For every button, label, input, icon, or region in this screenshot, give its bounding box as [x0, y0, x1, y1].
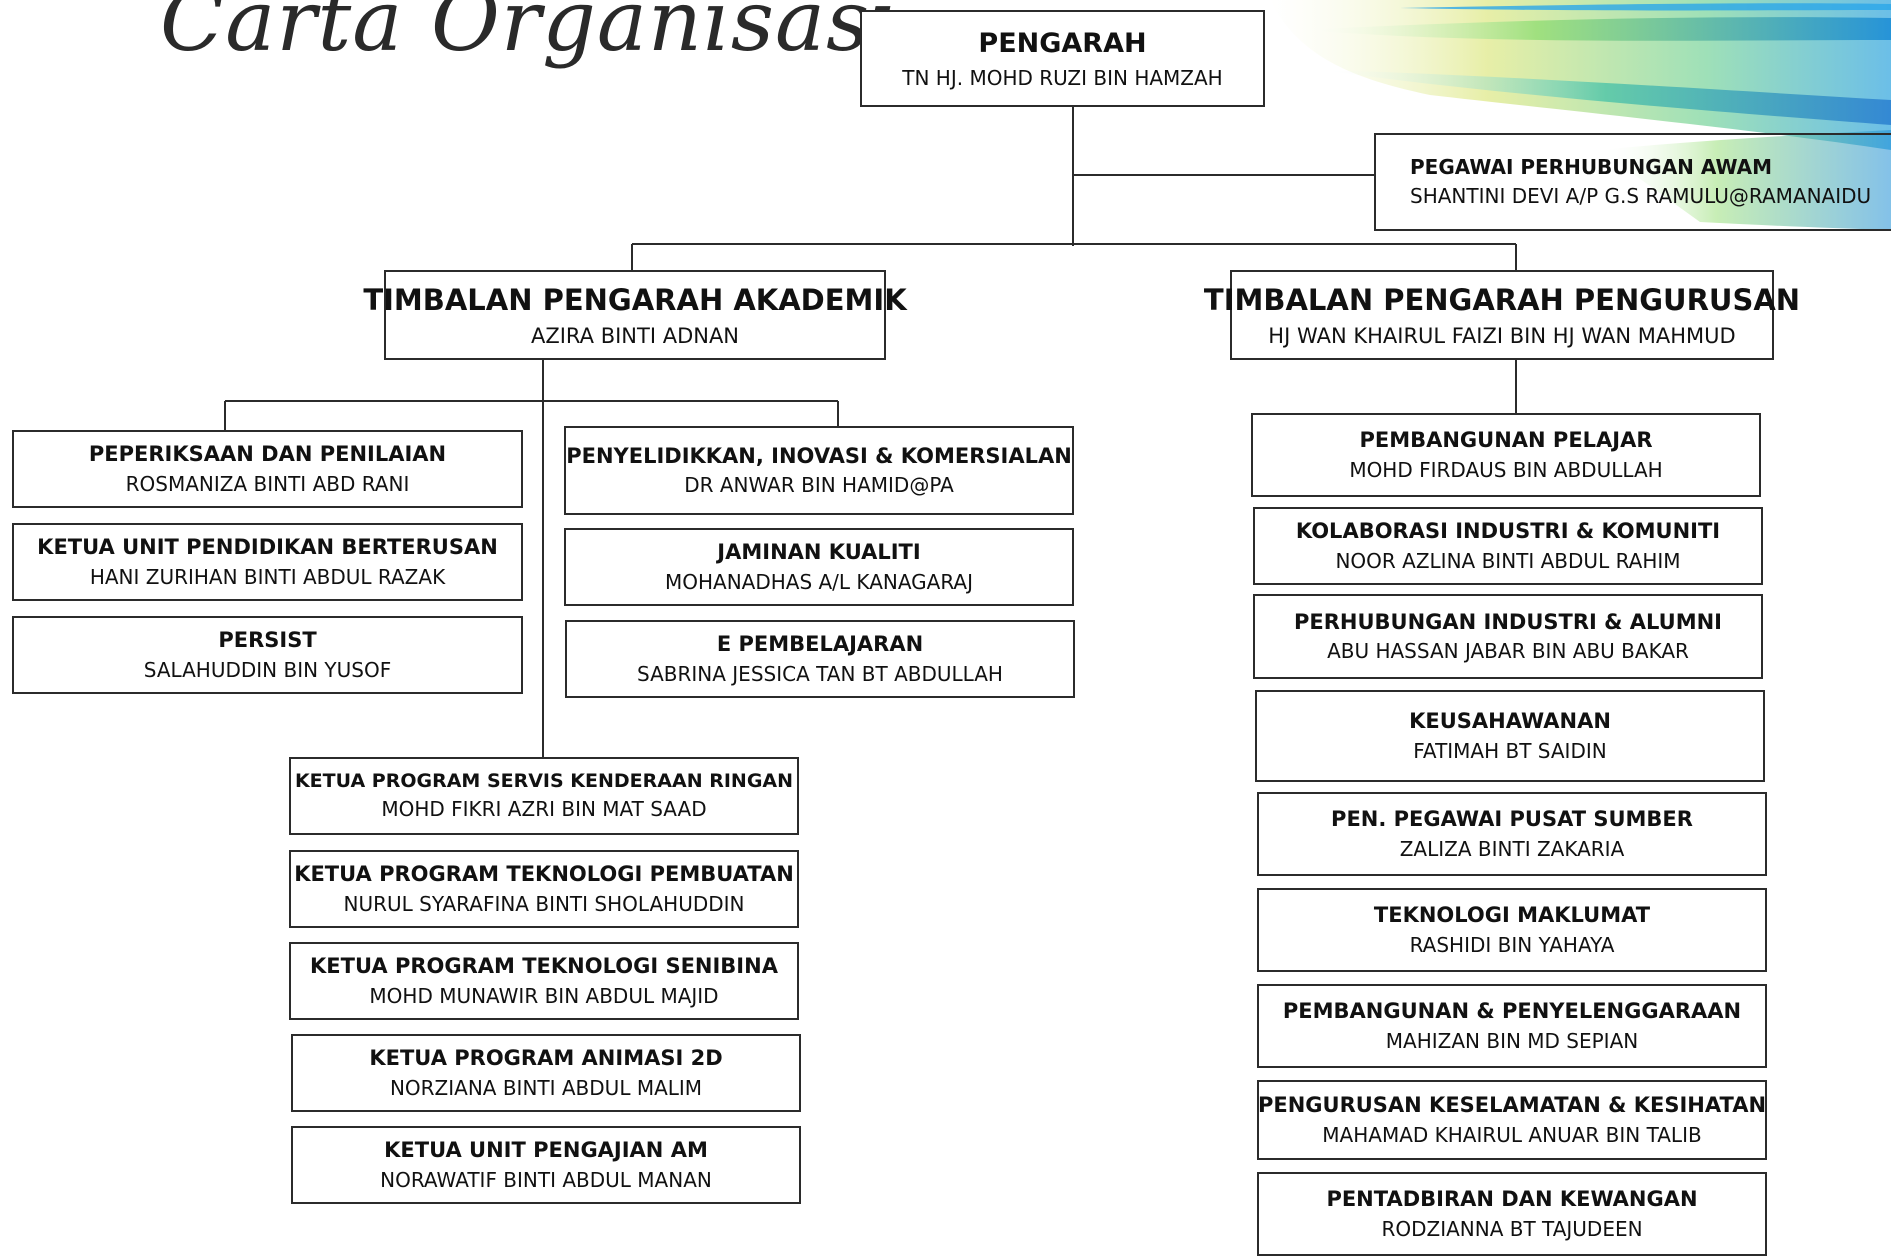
management-unit-box: PEMBANGUNAN & PENYELENGGARAAN MAHIZAN BI…	[1257, 984, 1767, 1068]
director-role: PENGARAH	[978, 28, 1147, 60]
unit-name: SALAHUDDIN BIN YUSOF	[143, 657, 392, 682]
management-unit-name: ZALIZA BINTI ZAKARIA	[1399, 836, 1625, 861]
deputy-management-box: TIMBALAN PENGARAH PENGURUSAN HJ WAN KHAI…	[1204, 270, 1800, 360]
management-unit-box: TEKNOLOGI MAKLUMAT RASHIDI BIN YAHAYA	[1257, 888, 1767, 972]
program-role: KETUA UNIT PENGAJIAN AM	[384, 1138, 708, 1163]
management-unit-box: PEMBANGUNAN PELAJAR MOHD FIRDAUS BIN ABD…	[1251, 413, 1761, 497]
unit-role: PENYELIDIKKAN, INOVASI & KOMERSIALAN	[566, 443, 1072, 468]
deputy-academic-role: TIMBALAN PENGARAH AKADEMIK	[363, 282, 907, 317]
program-box: KETUA UNIT PENGAJIAN AM NORAWATIF BINTI …	[291, 1126, 801, 1204]
pr-officer-role: PEGAWAI PERHUBUNGAN AWAM	[1410, 155, 1773, 179]
program-name: NURUL SYARAFINA BINTI SHOLAHUDDIN	[343, 891, 745, 916]
management-unit-name: MOHD FIRDAUS BIN ABDULLAH	[1349, 457, 1663, 482]
unit-role: JAMINAN KUALITI	[717, 540, 921, 565]
program-role: KETUA PROGRAM TEKNOLOGI PEMBUATAN	[294, 862, 794, 887]
program-name: NORZIANA BINTI ABDUL MALIM	[389, 1075, 703, 1100]
management-unit-box: KOLABORASI INDUSTRI & KOMUNITI NOOR AZLI…	[1253, 507, 1763, 585]
unit-name: ROSMANIZA BINTI ABD RANI	[125, 471, 410, 496]
unit-box: PERSIST SALAHUDDIN BIN YUSOF	[12, 616, 523, 694]
unit-box: KETUA UNIT PENDIDIKAN BERTERUSAN HANI ZU…	[12, 523, 523, 601]
program-name: NORAWATIF BINTI ABDUL MANAN	[380, 1167, 712, 1192]
deputy-management-role: TIMBALAN PENGARAH PENGURUSAN	[1203, 282, 1801, 317]
unit-name: HANI ZURIHAN BINTI ABDUL RAZAK	[89, 564, 446, 589]
management-unit-box: KEUSAHAWANAN FATIMAH BT SAIDIN	[1255, 690, 1765, 782]
unit-box: PENYELIDIKKAN, INOVASI & KOMERSIALAN DR …	[564, 426, 1074, 515]
unit-name: MOHANADHAS A/L KANAGARAJ	[664, 569, 974, 594]
unit-name: SABRINA JESSICA TAN BT ABDULLAH	[637, 661, 1003, 686]
management-unit-role: PENTADBIRAN DAN KEWANGAN	[1326, 1187, 1698, 1212]
deputy-academic-box: TIMBALAN PENGARAH AKADEMIK AZIRA BINTI A…	[363, 270, 907, 360]
management-unit-role: PERHUBUNGAN INDUSTRI & ALUMNI	[1293, 609, 1722, 634]
unit-role: PEPERIKSAAN DAN PENILAIAN	[88, 442, 447, 467]
management-unit-box: PEN. PEGAWAI PUSAT SUMBER ZALIZA BINTI Z…	[1257, 792, 1767, 876]
director-box: PENGARAH TN HJ. MOHD RUZI BIN HAMZAH	[860, 10, 1265, 107]
management-unit-role: PEN. PEGAWAI PUSAT SUMBER	[1331, 807, 1693, 832]
program-box: KETUA PROGRAM TEKNOLOGI PEMBUATAN NURUL …	[289, 850, 799, 928]
management-unit-role: TEKNOLOGI MAKLUMAT	[1373, 903, 1651, 928]
deputy-management-name: HJ WAN KHAIRUL FAIZI BIN HJ WAN MAHMUD	[1268, 323, 1736, 348]
program-box: KETUA PROGRAM ANIMASI 2D NORZIANA BINTI …	[291, 1034, 801, 1112]
program-role: KETUA PROGRAM ANIMASI 2D	[369, 1046, 723, 1071]
management-unit-name: MAHAMAD KHAIRUL ANUAR BIN TALIB	[1322, 1122, 1702, 1147]
pr-officer-name: SHANTINI DEVI A/P G.S RAMULU@RAMANAIDU	[1410, 184, 1872, 208]
program-name: MOHD FIKRI AZRI BIN MAT SAAD	[381, 797, 707, 822]
management-unit-name: MAHIZAN BIN MD SEPIAN	[1385, 1028, 1639, 1053]
unit-name: DR ANWAR BIN HAMID@PA	[684, 473, 954, 498]
deputy-academic-name: AZIRA BINTI ADNAN	[530, 323, 740, 348]
unit-box: JAMINAN KUALITI MOHANADHAS A/L KANAGARAJ	[564, 528, 1074, 606]
management-unit-name: ABU HASSAN JABAR BIN ABU BAKAR	[1327, 639, 1689, 664]
program-role: KETUA PROGRAM SERVIS KENDERAAN RINGAN	[294, 769, 794, 792]
management-unit-name: NOOR AZLINA BINTI ABDUL RAHIM	[1335, 548, 1681, 573]
unit-role: PERSIST	[218, 628, 317, 653]
management-unit-role: KOLABORASI INDUSTRI & KOMUNITI	[1295, 519, 1721, 544]
management-unit-box: PENGURUSAN KESELAMATAN & KESIHATAN MAHAM…	[1257, 1080, 1767, 1160]
program-role: KETUA PROGRAM TEKNOLOGI SENIBINA	[310, 954, 778, 979]
unit-box: PEPERIKSAAN DAN PENILAIAN ROSMANIZA BINT…	[12, 430, 523, 508]
management-unit-name: RASHIDI BIN YAHAYA	[1409, 932, 1615, 957]
unit-role: KETUA UNIT PENDIDIKAN BERTERUSAN	[37, 535, 498, 560]
management-unit-box: PENTADBIRAN DAN KEWANGAN RODZIANNA BT TA…	[1257, 1172, 1767, 1256]
page-title: Carta Organisasi	[160, 0, 899, 70]
management-unit-role: PENGURUSAN KESELAMATAN & KESIHATAN	[1257, 1093, 1767, 1118]
management-unit-box: PERHUBUNGAN INDUSTRI & ALUMNI ABU HASSAN…	[1253, 594, 1763, 679]
director-name: TN HJ. MOHD RUZI BIN HAMZAH	[902, 65, 1223, 90]
program-name: MOHD MUNAWIR BIN ABDUL MAJID	[369, 983, 719, 1008]
management-unit-name: RODZIANNA BT TAJUDEEN	[1381, 1216, 1643, 1241]
management-unit-name: FATIMAH BT SAIDIN	[1413, 738, 1607, 763]
unit-box: E PEMBELAJARAN SABRINA JESSICA TAN BT AB…	[565, 620, 1075, 698]
management-unit-role: PEMBANGUNAN & PENYELENGGARAAN	[1282, 999, 1742, 1024]
program-box: KETUA PROGRAM TEKNOLOGI SENIBINA MOHD MU…	[289, 942, 799, 1020]
program-box: KETUA PROGRAM SERVIS KENDERAAN RINGAN MO…	[289, 757, 799, 835]
pr-officer-box: PEGAWAI PERHUBUNGAN AWAM SHANTINI DEVI A…	[1374, 133, 1891, 231]
unit-role: E PEMBELAJARAN	[716, 632, 924, 657]
management-unit-role: KEUSAHAWANAN	[1409, 709, 1611, 734]
management-unit-role: PEMBANGUNAN PELAJAR	[1359, 428, 1653, 453]
